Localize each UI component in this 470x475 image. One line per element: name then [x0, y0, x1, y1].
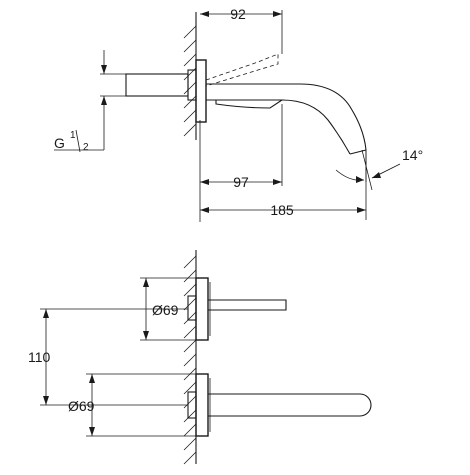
- dimension-92: 92: [200, 6, 282, 22]
- lower-diameter-label: Ø69: [68, 398, 95, 414]
- thread-dimension: G 1 2: [54, 50, 107, 153]
- dimension-97: 97: [200, 174, 282, 190]
- extension-lines: [100, 10, 367, 222]
- dimension-lower-diameter: Ø69: [68, 374, 95, 436]
- wall-side-view: [183, 12, 197, 140]
- dimension-185-label: 185: [270, 202, 294, 218]
- thread-denominator: 2: [83, 142, 89, 153]
- dimension-110: 110: [28, 309, 51, 405]
- dimension-92-label: 92: [230, 6, 246, 22]
- thread-numerator: 1: [70, 130, 76, 141]
- front-view: Ø69 Ø69 110: [28, 250, 372, 465]
- dimension-97-label: 97: [233, 174, 249, 190]
- spacing-label: 110: [28, 349, 51, 365]
- side-view: 92 97 185 14°: [54, 6, 423, 222]
- lower-rosette: [187, 373, 372, 437]
- wall-front-view: [183, 250, 197, 465]
- rough-in-body: [125, 69, 197, 101]
- angle-label: 14°: [402, 147, 423, 163]
- upper-diameter-label: Ø69: [152, 302, 179, 318]
- lever-outline: [205, 53, 279, 87]
- spout-side-view: [206, 83, 367, 155]
- dimension-upper-diameter: Ø69: [143, 278, 179, 340]
- upper-rosette: [187, 277, 287, 341]
- front-extension-lines: [40, 277, 196, 437]
- rosette-plate: [195, 59, 207, 123]
- dimension-185: 185: [200, 202, 366, 218]
- thread-prefix: G: [54, 135, 65, 151]
- angle-dimension: 14°: [335, 147, 423, 191]
